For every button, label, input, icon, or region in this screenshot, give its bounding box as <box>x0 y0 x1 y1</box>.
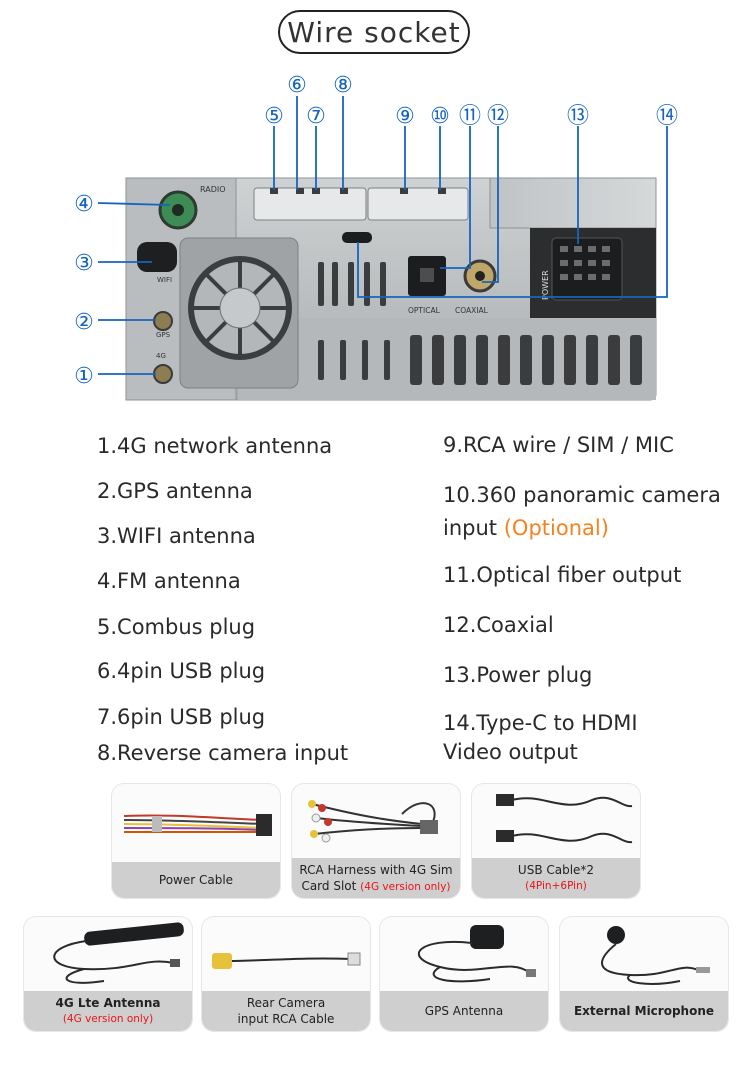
power-label: POWER <box>541 270 550 300</box>
card-note: (4G version only) <box>360 880 451 893</box>
spec-item: 14.Type-C to HDMI <box>443 711 638 735</box>
accessory-card-microphone: External Microphone <box>560 917 728 1031</box>
spec-item-continued: Video output <box>443 740 578 764</box>
card-label-line2: input RCA Cable <box>237 1012 335 1026</box>
spec-item-continued: input (Optional) <box>443 513 609 543</box>
spec-item: 10.360 panoramic camera <box>443 483 721 507</box>
callout-5: ⑤ <box>264 104 284 129</box>
spec-item: 9.RCA wire / SIM / MIC <box>443 433 674 457</box>
card-label-line1: Rear Camera <box>246 996 326 1010</box>
accessory-card-usb-cable: USB Cable*2 (4Pin+6Pin) <box>472 784 640 898</box>
card-note: (4G version only) <box>62 1013 154 1025</box>
card-label: External Microphone <box>573 1004 715 1018</box>
callout-1: ① <box>74 364 94 389</box>
microphone-image <box>560 917 728 991</box>
spec-item: 13.Power plug <box>443 663 593 687</box>
power-cable-image <box>112 784 280 862</box>
spec-item: 4.FM antenna <box>97 569 241 593</box>
spec-item: 3.WIFI antenna <box>97 524 256 548</box>
card-label: Power Cable <box>158 873 234 887</box>
spec-item: 12.Coaxial <box>443 613 554 637</box>
coaxial-label: COAXIAL <box>455 306 489 315</box>
spec-item: 6.4pin USB plug <box>97 659 266 683</box>
accessory-card-4g-antenna: 4G Lte Antenna (4G version only) <box>24 917 192 1031</box>
leader-lines <box>97 96 668 375</box>
page-title: Wire socket <box>278 10 470 54</box>
type-c-port <box>342 232 372 243</box>
callout-14: ⑭ <box>656 104 678 129</box>
callout-11: ⑪ <box>459 104 481 129</box>
antenna-sockets: RADIO WIFI GPS 4G <box>137 185 226 384</box>
callout-4: ④ <box>74 192 94 217</box>
wifi-label: WIFI <box>157 276 172 284</box>
spec-item: 7.6pin USB plug <box>97 705 266 729</box>
card-label-line2: Card Slot <box>301 878 357 893</box>
card-label: 4G Lte Antenna <box>55 996 161 1010</box>
callout-9: ⑨ <box>395 104 415 129</box>
callout-10: ⑩ <box>430 104 450 129</box>
spec-item: 11.Optical fiber output <box>443 563 682 587</box>
callout-12: ⑫ <box>487 104 509 129</box>
callout-8: ⑧ <box>333 73 353 98</box>
spec-item: 1.4G network antenna <box>97 434 333 458</box>
accessory-card-power-cable: Power Cable <box>112 784 280 898</box>
gps-antenna-image <box>380 917 548 991</box>
usb-cable-image <box>472 784 640 858</box>
rca-harness-image <box>292 784 460 858</box>
card-label: USB Cable*2 <box>517 863 595 877</box>
spec-item: 5.Combus plug <box>97 615 256 639</box>
card-label-line1: RCA Harness with 4G Sim <box>299 862 453 877</box>
lte-label: 4G <box>156 352 166 360</box>
gps-label: GPS <box>156 331 171 339</box>
card-note: (4Pin+6Pin) <box>525 880 587 892</box>
top-connectors <box>253 187 469 221</box>
head-unit-rear-diagram: RADIO WIFI GPS 4G OPTICAL COAXIAL POWER <box>74 73 678 401</box>
card-label: GPS Antenna <box>424 1004 504 1018</box>
callout-6: ⑥ <box>287 73 307 98</box>
cooling-fan <box>179 237 299 389</box>
optical-coaxial-ports: OPTICAL COAXIAL <box>408 256 497 315</box>
power-plug: POWER <box>541 237 623 301</box>
spec-text: input <box>443 516 498 540</box>
radio-label: RADIO <box>200 185 226 194</box>
accessory-card-rear-camera-cable: Rear Camera input RCA Cable <box>202 917 370 1031</box>
optional-tag: (Optional) <box>503 516 609 540</box>
4g-antenna-image <box>24 917 192 991</box>
accessory-card-gps-antenna: GPS Antenna <box>380 917 548 1031</box>
rear-camera-cable-image <box>202 917 370 991</box>
callout-3: ③ <box>74 251 94 276</box>
spec-item: 2.GPS antenna <box>97 479 253 503</box>
callout-2: ② <box>74 310 94 335</box>
callout-7: ⑦ <box>306 104 326 129</box>
optical-label: OPTICAL <box>408 306 441 315</box>
accessory-card-rca-harness: RCA Harness with 4G Sim Card Slot (4G ve… <box>292 784 460 898</box>
spec-item: 8.Reverse camera input <box>97 741 349 765</box>
vents <box>318 262 642 385</box>
callout-13: ⑬ <box>567 104 589 129</box>
